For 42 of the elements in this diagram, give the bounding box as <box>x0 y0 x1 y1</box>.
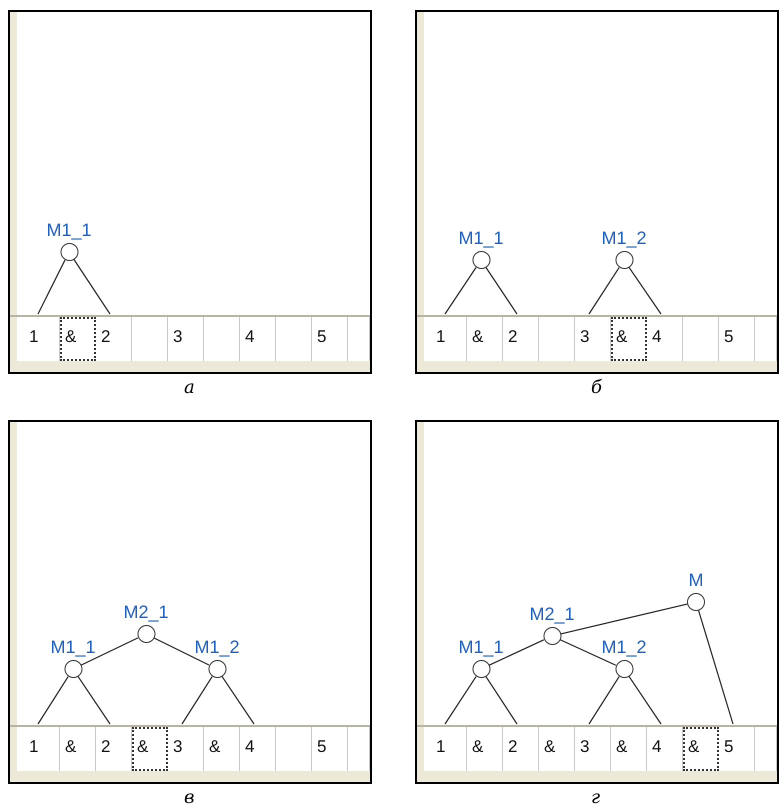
node-label: M1_1 <box>50 637 96 657</box>
connector-line <box>485 676 518 724</box>
connector-line <box>560 639 616 666</box>
connector-line <box>698 610 734 724</box>
connector-line <box>488 639 544 666</box>
connector-line <box>588 676 620 724</box>
connector-line <box>222 676 254 724</box>
connector-line <box>73 259 110 314</box>
node-label: M2_1 <box>529 604 575 624</box>
panel-caption: г <box>591 787 600 808</box>
node-label: M1_2 <box>601 228 647 248</box>
window-panel <box>8 420 372 784</box>
node-label: M1_2 <box>601 637 647 657</box>
connector-line <box>628 267 662 314</box>
node-label: M1_1 <box>46 220 92 240</box>
connector-line <box>78 676 110 724</box>
connector-line <box>560 603 688 635</box>
panel-caption: а <box>184 377 195 398</box>
window-panel <box>415 10 779 374</box>
connector-line <box>444 676 477 724</box>
table-cell: & <box>611 317 647 361</box>
connector-line <box>38 676 69 724</box>
connector-line <box>486 267 518 314</box>
table-cell: & <box>60 317 96 361</box>
connector-line <box>628 676 662 724</box>
node-label: M1_1 <box>458 228 504 248</box>
connector-line <box>182 676 213 724</box>
window-panel <box>8 10 372 374</box>
connector-line <box>444 267 476 314</box>
connector-line <box>588 267 620 314</box>
panel-caption: б <box>591 377 602 398</box>
panel-caption: в <box>184 787 194 808</box>
connector-line <box>80 637 138 666</box>
node-label: M1_2 <box>194 637 240 657</box>
table-cell: & <box>132 727 168 771</box>
connector-line <box>37 260 66 314</box>
connector-line <box>154 637 210 666</box>
table-cell: & <box>683 727 719 771</box>
node-label: M <box>688 570 704 590</box>
node-label: M2_1 <box>123 602 169 622</box>
window-panel <box>415 420 779 784</box>
node-label: M1_1 <box>458 637 504 657</box>
